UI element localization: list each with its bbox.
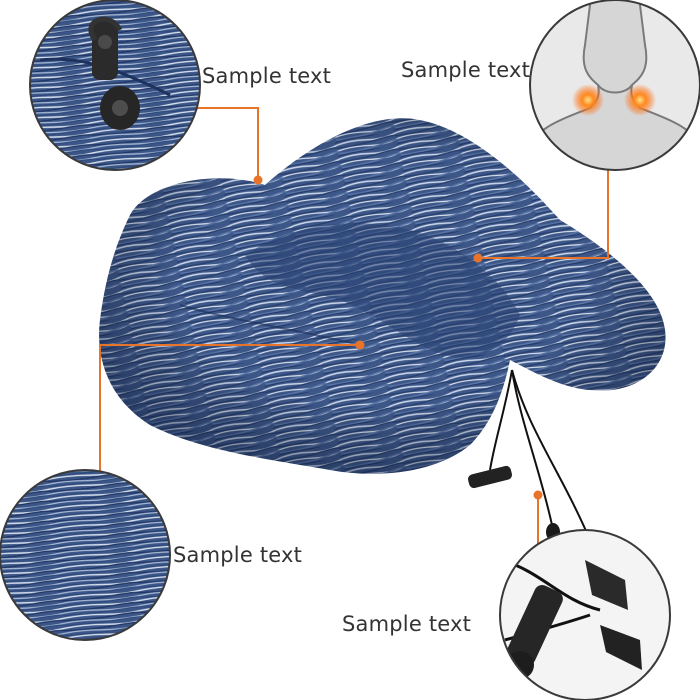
callout-line-fabric: [99, 344, 360, 492]
detail-circle-fabric: [0, 469, 171, 641]
callout-dots: [253, 175, 543, 500]
callout-label-drawstring: Sample text: [202, 64, 332, 88]
callout-dot: [253, 175, 263, 185]
pain-point-left: [572, 84, 604, 116]
callout-label-neck: Sample text: [401, 58, 531, 82]
detail-circle-toggle: [499, 529, 671, 700]
callout-label-fabric: Sample text: [173, 543, 303, 567]
callout-dot: [533, 490, 543, 500]
detail-circle-drawstring: [29, 0, 201, 171]
cord-toggle: [468, 465, 512, 489]
neck-pillow: [99, 118, 666, 474]
callout-line-neck: [478, 150, 609, 259]
pillow-body-shade: [99, 118, 666, 474]
toggle-closeup: [92, 20, 118, 80]
toggle-body-closeup: [507, 585, 563, 665]
callout-line-drawstring: [168, 107, 259, 180]
detail-circle-neck: [529, 0, 700, 171]
callout-dot: [473, 253, 483, 263]
pain-point-right: [624, 84, 656, 116]
callout-label-toggle: Sample text: [342, 612, 472, 636]
callout-dot: [355, 340, 365, 350]
pillow-seam: [179, 304, 361, 346]
